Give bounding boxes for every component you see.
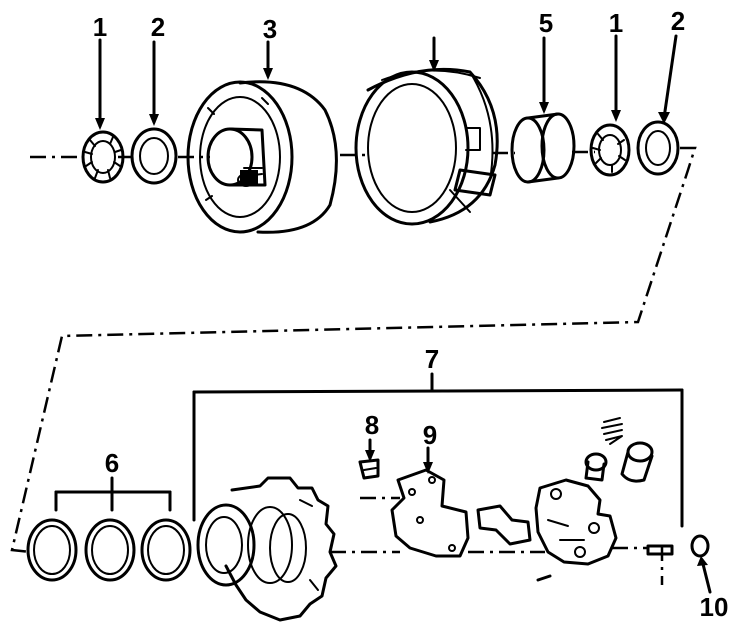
separator-plate-part [390, 468, 470, 558]
brake-band-part [354, 67, 499, 226]
thrust-washer-part [130, 127, 178, 185]
callout-5: 5 [539, 8, 553, 38]
callout-8: 8 [365, 410, 379, 440]
snap-ring-part [690, 534, 710, 558]
leader-lines [54, 34, 712, 594]
pump-housing-part [196, 476, 338, 622]
callout-2-left: 2 [151, 12, 165, 42]
screw-part [358, 458, 380, 480]
needle-bearing-part [81, 130, 125, 184]
callout-1-right: 1 [609, 8, 623, 38]
valve-cover-part [534, 417, 674, 582]
callout-10: 10 [700, 592, 729, 622]
callout-1-left: 1 [93, 12, 107, 42]
callout-2-right: 2 [671, 6, 685, 36]
callout-6: 6 [105, 448, 119, 478]
seal-rings-part [26, 518, 192, 582]
drum-part [186, 80, 338, 234]
sleeve-part [510, 112, 576, 184]
thrust-washer-part-2 [636, 120, 680, 176]
callout-labels: 1 2 3 5 1 2 6 7 8 9 10 [93, 6, 729, 622]
gasket-part [476, 504, 532, 546]
assembly-centerline [10, 146, 697, 585]
needle-bearing-part-2 [589, 123, 631, 177]
callout-9: 9 [423, 420, 437, 450]
callout-3: 3 [263, 14, 277, 44]
callout-7: 7 [425, 344, 439, 374]
